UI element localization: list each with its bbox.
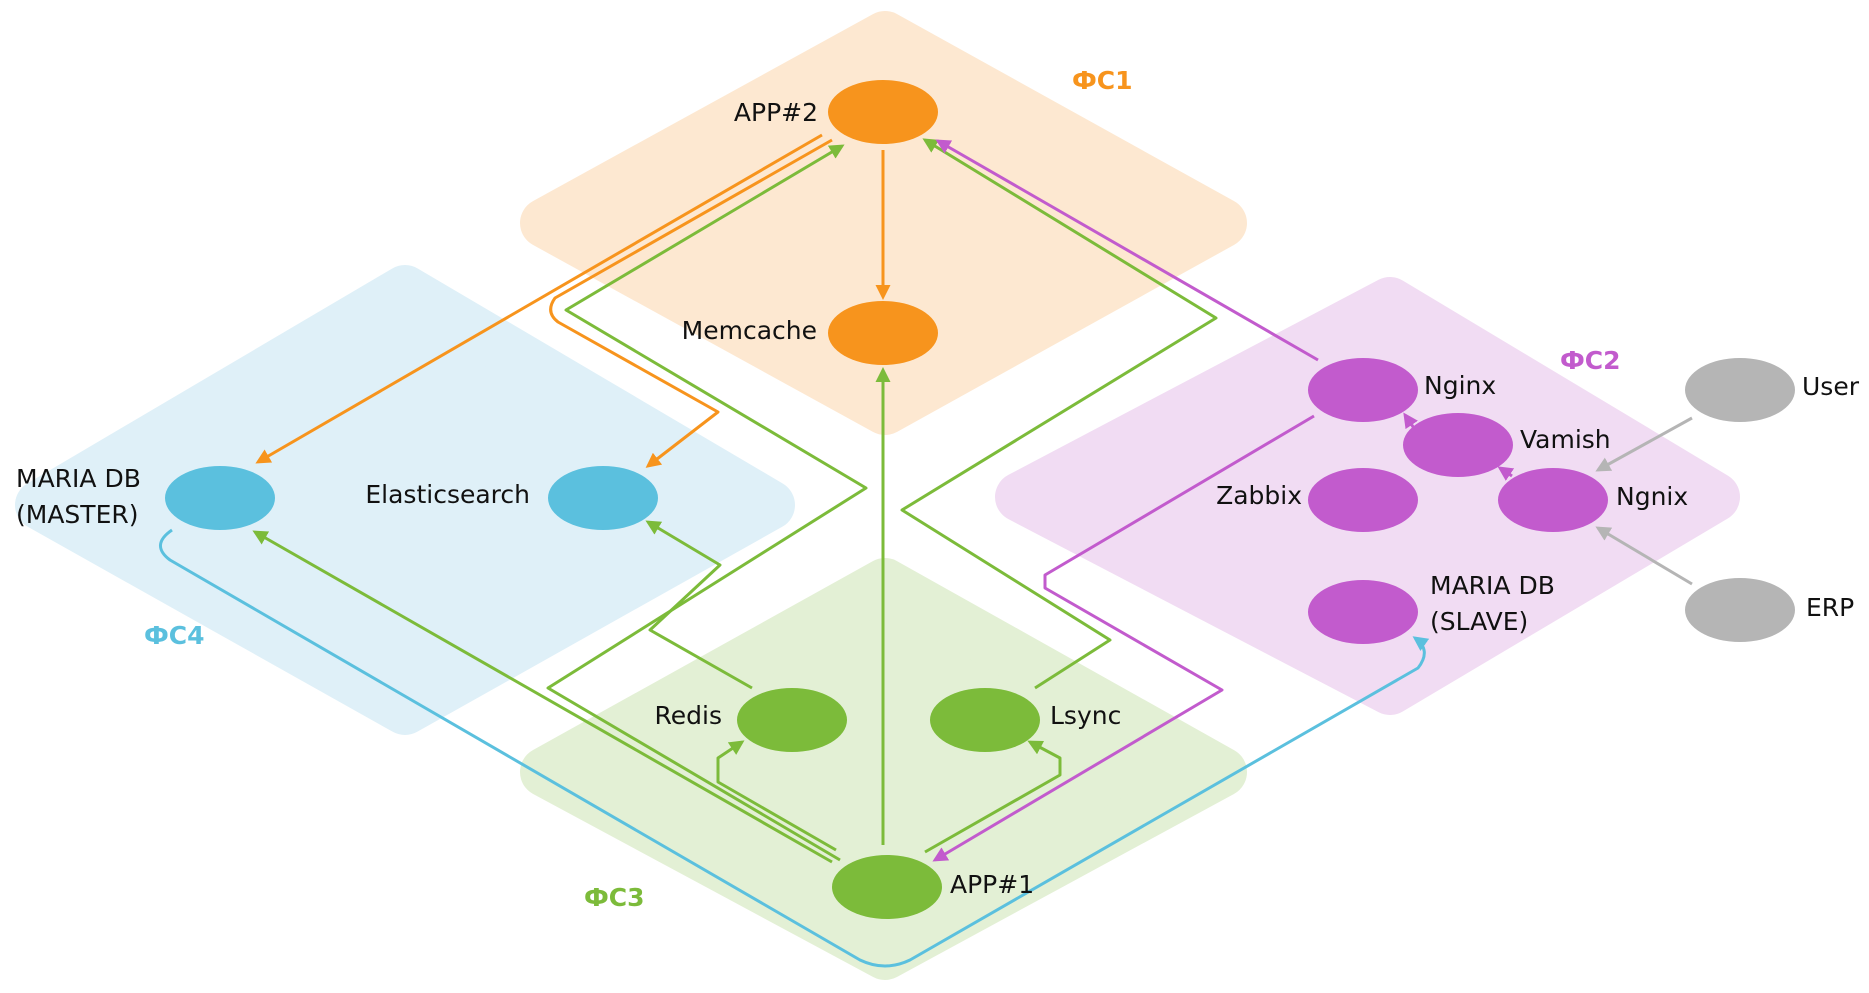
link-app1-to-redis	[716, 740, 837, 852]
node-user[interactable]	[1685, 358, 1795, 422]
node-zabbix[interactable]	[1308, 468, 1418, 532]
link-redis-to-elasticsearch	[645, 520, 753, 690]
label-memcache: Memcache	[682, 316, 817, 345]
zone-fs3-label: ФС3	[584, 883, 645, 912]
link-nginx-to-app2	[935, 139, 1319, 362]
label-app2: APP#2	[734, 98, 818, 127]
link-erp-to-ngnix	[1595, 526, 1693, 586]
nodes	[165, 80, 1795, 919]
label-lsync: Lsync	[1050, 701, 1121, 730]
node-vamish[interactable]	[1403, 413, 1513, 477]
label-mariadb-slave-line2: (SLAVE)	[1430, 607, 1528, 636]
label-ngnix: Ngnix	[1616, 482, 1688, 511]
node-app1[interactable]	[832, 855, 942, 919]
node-labels: APP#2 Memcache MARIA DB (MASTER) Elastic…	[16, 98, 1860, 899]
link-app1-to-lsync	[924, 740, 1062, 854]
label-mariadb-slave-line1: MARIA DB	[1430, 571, 1555, 600]
link-app2-to-elasticsearch	[549, 138, 833, 468]
link-mariadb-master-to-slave	[159, 528, 1430, 968]
label-erp: ERP	[1806, 593, 1854, 622]
node-mariadb-slave[interactable]	[1308, 580, 1418, 644]
label-redis: Redis	[655, 701, 722, 730]
label-mariadb-master-line1: MARIA DB	[16, 464, 141, 493]
link-nginx-to-app1	[932, 414, 1315, 862]
node-lsync[interactable]	[930, 688, 1040, 752]
zone-fs1-label: ФС1	[1072, 66, 1133, 95]
node-mariadb-master[interactable]	[165, 466, 275, 530]
zone-fs4-area	[15, 265, 795, 735]
link-lsync-to-app2	[900, 138, 1218, 690]
zone-fs2-label: ФС2	[1560, 346, 1621, 375]
link-app1-to-mariadb-master	[252, 530, 833, 864]
zone-labels: ФС1 ФС2 ФС3 ФС4	[144, 66, 1621, 912]
label-mariadb-master-line2: (MASTER)	[16, 500, 139, 529]
label-user: User	[1802, 372, 1860, 401]
node-ngnix[interactable]	[1498, 468, 1608, 532]
link-ngnix-to-vamish	[1497, 466, 1515, 481]
node-erp[interactable]	[1685, 578, 1795, 642]
link-app1-to-app2	[546, 144, 868, 862]
label-vamish: Vamish	[1520, 425, 1611, 454]
connections	[159, 133, 1693, 968]
label-nginx-top: Nginx	[1424, 371, 1496, 400]
link-user-to-ngnix	[1595, 416, 1693, 472]
link-app2-to-mariadb-master	[255, 133, 823, 464]
node-redis[interactable]	[737, 688, 847, 752]
node-memcache[interactable]	[828, 301, 938, 365]
label-zabbix: Zabbix	[1216, 481, 1302, 510]
label-elasticsearch: Elasticsearch	[365, 480, 530, 509]
node-app2[interactable]	[828, 80, 938, 144]
label-app1: APP#1	[950, 870, 1034, 899]
node-nginx-top[interactable]	[1308, 358, 1418, 422]
zone-fs4-label: ФС4	[144, 621, 205, 650]
node-elasticsearch[interactable]	[548, 466, 658, 530]
